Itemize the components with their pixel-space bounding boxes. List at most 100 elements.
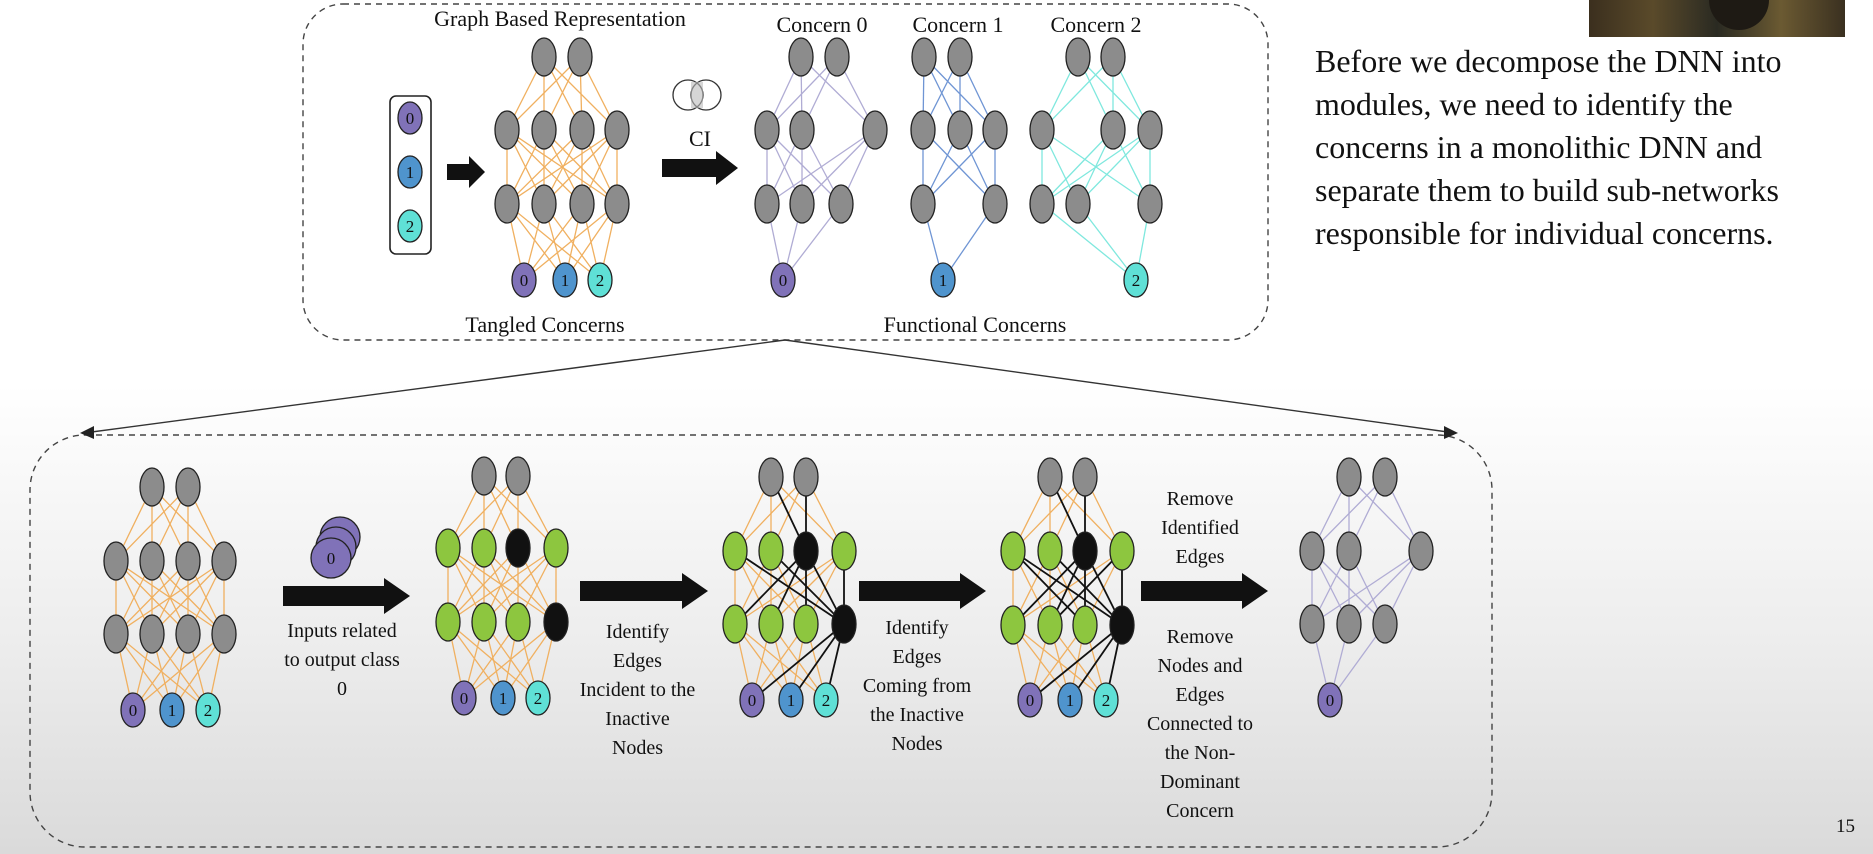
- hidden-node: [793, 457, 819, 497]
- step4-arrow: [1141, 573, 1268, 609]
- hidden-node: [211, 541, 237, 581]
- edge: [115, 560, 225, 635]
- hidden-node: [505, 528, 531, 568]
- hidden-node: [604, 184, 630, 224]
- hidden-node: [754, 110, 780, 150]
- arrow-to-graph: [447, 156, 485, 188]
- node-label: 0: [748, 691, 757, 710]
- edge: [922, 129, 996, 205]
- node-label: 1: [939, 271, 948, 290]
- hidden-node: [1000, 531, 1026, 571]
- node-label: 2: [596, 271, 605, 290]
- edge: [1041, 129, 1114, 205]
- hidden-node: [471, 456, 497, 496]
- hidden-node: [139, 614, 165, 654]
- edge: [506, 56, 581, 131]
- input-node: [397, 101, 423, 135]
- hidden-node: [862, 110, 888, 150]
- hidden-node: [531, 110, 557, 150]
- node-label: 2: [534, 689, 543, 708]
- highlight-edge: [770, 550, 845, 625]
- hidden-node: [435, 528, 461, 568]
- hidden-node: [789, 110, 815, 150]
- hidden-node: [793, 604, 819, 644]
- explanation-line: Before we decompose the DNN into: [1315, 43, 1782, 79]
- hidden-node: [1336, 531, 1362, 571]
- class-node: [511, 262, 537, 298]
- class-node: [525, 680, 551, 716]
- edge: [447, 475, 519, 549]
- hidden-node: [947, 37, 973, 77]
- highlight-edge: [751, 623, 845, 701]
- edge: [734, 476, 807, 552]
- class-node: [813, 682, 839, 718]
- concern-1-label: Concern 1: [912, 12, 1004, 37]
- step1-caption: Inputs related to output class 0: [284, 620, 400, 700]
- hidden-node: [1109, 605, 1135, 645]
- class-node: [195, 692, 221, 728]
- node-label: 1: [561, 271, 570, 290]
- edge: [483, 475, 557, 549]
- explanation-text: Before we decompose the DNN into modules…: [1315, 40, 1855, 255]
- step2-caption: Identify Edges Incident to the Inactive …: [579, 621, 696, 759]
- hidden-node: [722, 531, 748, 571]
- functional-concerns-label: Functional Concerns: [883, 312, 1067, 337]
- concern-0-label: Concern 0: [776, 12, 868, 37]
- hidden-node: [1336, 457, 1362, 497]
- hidden-node: [911, 37, 937, 77]
- explanation-line: separate them to build sub-networks: [1315, 172, 1779, 208]
- edge: [132, 633, 225, 711]
- hidden-node: [543, 528, 569, 568]
- edge: [1041, 129, 1151, 205]
- node-label: 2: [1132, 271, 1141, 290]
- edge: [801, 129, 876, 205]
- edge: [1041, 203, 1137, 281]
- node-label: 0: [1326, 691, 1335, 710]
- step2-arrow: [580, 573, 708, 609]
- hidden-node: [1299, 604, 1325, 644]
- fan-line-left: [83, 339, 786, 434]
- edge: [1077, 129, 1151, 205]
- highlight-edge: [734, 550, 807, 625]
- class-node: [930, 262, 956, 298]
- node-label: 1: [499, 689, 508, 708]
- edge: [1012, 476, 1086, 552]
- ci-intersection: [691, 82, 703, 108]
- hidden-node: [531, 37, 557, 77]
- hidden-node: [1299, 531, 1325, 571]
- hidden-node: [139, 467, 165, 507]
- edge: [766, 129, 842, 205]
- hidden-node: [910, 184, 936, 224]
- class-node: [770, 262, 796, 298]
- hidden-node: [1109, 531, 1135, 571]
- edge: [1077, 56, 1151, 131]
- edge: [766, 56, 838, 131]
- class-node: [778, 682, 804, 718]
- class-node: [739, 682, 765, 718]
- hidden-node: [793, 531, 819, 571]
- hidden-node: [831, 531, 857, 571]
- node-label: 2: [204, 701, 213, 720]
- hidden-node: [1072, 605, 1098, 645]
- node-label: 0: [779, 271, 788, 290]
- hidden-node: [824, 37, 850, 77]
- edge: [1311, 550, 1422, 625]
- hidden-node: [1336, 604, 1362, 644]
- node-label: 1: [787, 691, 796, 710]
- hidden-node: [982, 184, 1008, 224]
- node-label: 1: [1066, 691, 1075, 710]
- class-node: [490, 680, 516, 716]
- edge: [523, 203, 618, 281]
- edge: [506, 129, 618, 205]
- edge: [800, 56, 876, 131]
- graph-representation-title: Graph Based Representation: [434, 6, 686, 31]
- highlight-edge: [734, 550, 845, 625]
- step3-arrow: [859, 573, 986, 609]
- edge: [115, 560, 189, 635]
- edge: [506, 129, 583, 205]
- hidden-node: [1100, 37, 1126, 77]
- hidden-node: [1100, 110, 1126, 150]
- edge: [447, 547, 519, 623]
- hidden-node: [531, 184, 557, 224]
